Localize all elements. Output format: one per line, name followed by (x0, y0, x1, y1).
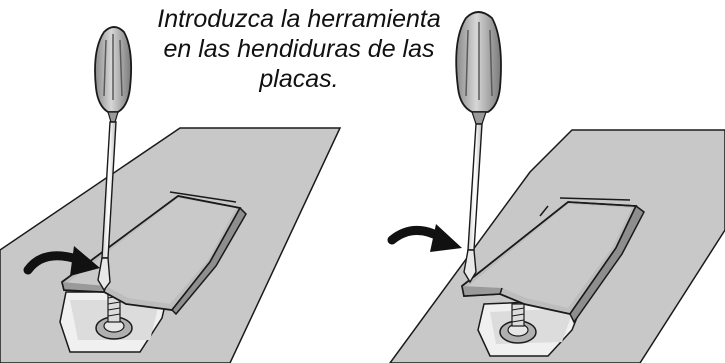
left-screwdriver-icon (94, 26, 133, 292)
caption-line-2: en las hendiduras de las (163, 35, 435, 63)
caption-line-3: placas. (259, 65, 339, 93)
right-screw (499, 303, 537, 344)
right-plate (461, 197, 645, 324)
right-curved-arrow-icon (387, 224, 462, 252)
right-screwdriver-icon (455, 11, 502, 284)
caption-line-1: Introduzca la herramienta (157, 5, 441, 33)
instruction-caption: Introduzca la herramienta en las hendidu… (118, 4, 480, 94)
right-panel (387, 11, 725, 363)
left-panel (0, 26, 342, 363)
left-curved-arrow-icon (23, 246, 100, 276)
